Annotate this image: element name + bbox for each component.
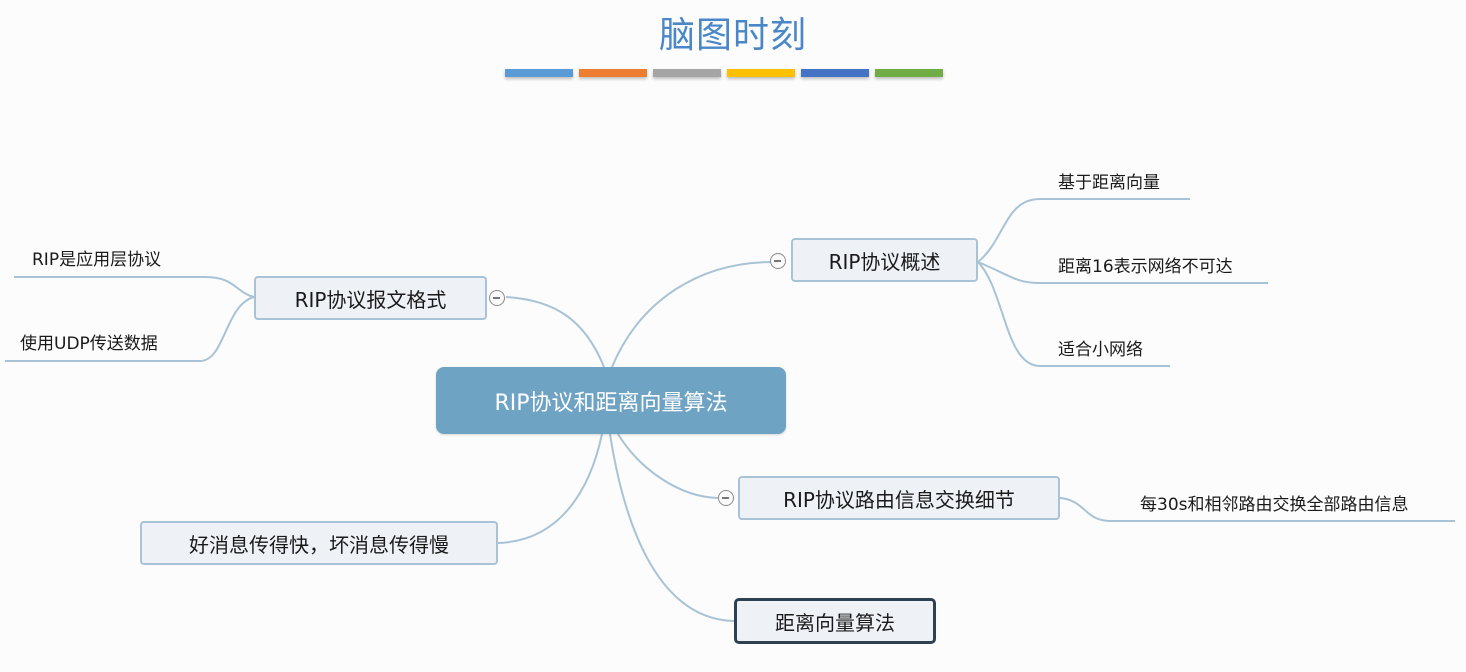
link-overview-2 <box>977 261 1268 284</box>
branch-overview-label: RIP协议概述 <box>828 249 941 274</box>
leaf-overview-1[interactable]: 基于距离向量 <box>1058 173 1160 193</box>
color-bar <box>579 69 647 77</box>
link-central-news <box>497 433 603 544</box>
leaf-overview-2[interactable]: 距离16表示网络不可达 <box>1058 257 1233 277</box>
leaf-routing-1[interactable]: 每30s和相邻路由交换全部路由信息 <box>1140 495 1409 515</box>
link-format-1 <box>14 276 255 298</box>
link-overview-1 <box>977 198 1190 263</box>
color-bar <box>505 69 573 77</box>
leaf-format-2[interactable]: 使用UDP传送数据 <box>20 334 158 354</box>
branch-format-label: RIP协议报文格式 <box>294 287 447 312</box>
branch-distance-vector-label: 距离向量算法 <box>775 610 895 635</box>
leaf-overview-3[interactable]: 适合小网络 <box>1058 340 1143 360</box>
color-bar <box>653 69 721 77</box>
color-bar <box>801 69 869 77</box>
map-title: 脑图时刻 <box>658 15 807 56</box>
link-central-routing <box>617 433 719 499</box>
link-central-format <box>505 296 605 368</box>
link-routing-1 <box>1059 497 1455 522</box>
branch-routing-label: RIP协议路由信息交换细节 <box>783 487 1015 512</box>
color-bar <box>875 69 943 77</box>
color-bar <box>727 69 795 77</box>
branch-routing[interactable]: RIP协议路由信息交换细节 <box>738 476 1060 520</box>
branch-format[interactable]: RIP协议报文格式 <box>254 276 487 320</box>
collapse-routing-icon[interactable] <box>718 490 734 506</box>
link-central-dv <box>609 433 736 622</box>
central-topic[interactable]: RIP协议和距离向量算法 <box>436 367 786 434</box>
branch-distance-vector[interactable]: 距离向量算法 <box>734 598 936 644</box>
link-format-2 <box>5 296 255 362</box>
branch-news[interactable]: 好消息传得快，坏消息传得慢 <box>140 521 498 565</box>
link-overview-3 <box>977 261 1170 367</box>
central-topic-label: RIP协议和距离向量算法 <box>494 390 728 416</box>
collapse-format-icon[interactable] <box>489 290 505 306</box>
link-central-overview <box>611 261 773 368</box>
leaf-format-1[interactable]: RIP是应用层协议 <box>32 250 162 270</box>
collapse-overview-icon[interactable] <box>770 253 786 269</box>
branch-overview[interactable]: RIP协议概述 <box>791 238 978 282</box>
branch-news-label: 好消息传得快，坏消息传得慢 <box>189 532 449 557</box>
